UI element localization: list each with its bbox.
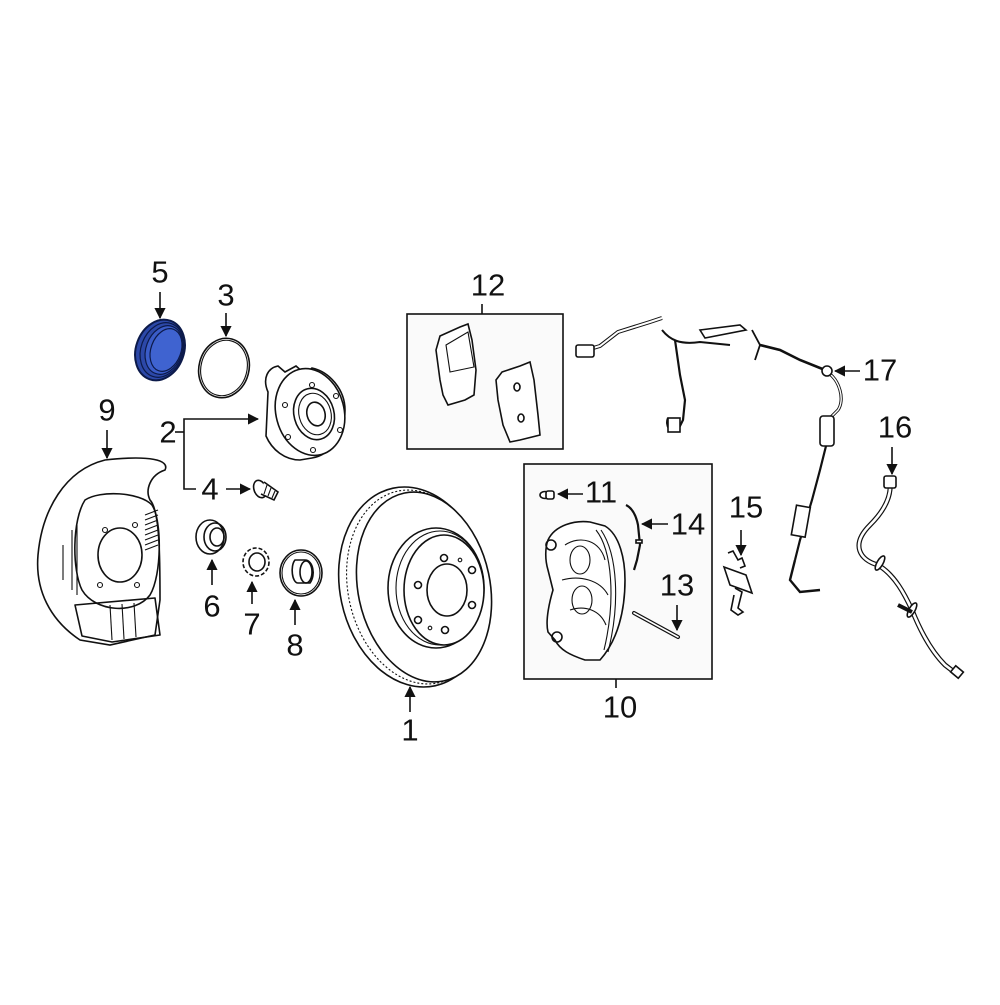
callout-6[interactable]: 6 bbox=[203, 588, 221, 624]
hub-assembly-part-2[interactable] bbox=[264, 361, 355, 464]
o-ring-part-3[interactable] bbox=[192, 333, 256, 404]
callout-11[interactable]: 11 bbox=[584, 474, 618, 510]
bleeder-screw-part-11[interactable] bbox=[539, 490, 555, 500]
callout-16[interactable]: 16 bbox=[877, 409, 913, 445]
callout-8[interactable]: 8 bbox=[286, 627, 304, 663]
callout-15[interactable]: 15 bbox=[728, 489, 764, 525]
brake-pads-part-12[interactable] bbox=[435, 322, 541, 443]
lock-nut-part-7[interactable] bbox=[242, 547, 270, 577]
leader-2b bbox=[183, 432, 196, 490]
caliper-assembly-part-10[interactable] bbox=[544, 520, 626, 661]
callout-14[interactable]: 14 bbox=[670, 506, 706, 542]
abs-sensor-part-17[interactable] bbox=[575, 316, 843, 594]
callout-1[interactable]: 1 bbox=[401, 712, 419, 748]
brake-rotor-part-1[interactable] bbox=[321, 473, 509, 701]
dust-cap-part-5[interactable] bbox=[127, 313, 193, 388]
pad-clip-part-15[interactable] bbox=[722, 549, 754, 616]
callout-5[interactable]: 5 bbox=[151, 254, 169, 290]
callout-12[interactable]: 12 bbox=[470, 267, 506, 303]
callout-4[interactable]: 4 bbox=[201, 471, 219, 507]
cap-part-8[interactable] bbox=[279, 549, 323, 597]
callout-7[interactable]: 7 bbox=[243, 606, 261, 642]
splash-shield-part-9[interactable] bbox=[36, 457, 167, 646]
callout-3[interactable]: 3 bbox=[217, 277, 235, 313]
callout-2[interactable]: 2 bbox=[159, 414, 177, 450]
callout-17[interactable]: 17 bbox=[862, 352, 898, 388]
nut-part-6[interactable] bbox=[195, 519, 227, 555]
leader-2a bbox=[183, 413, 260, 432]
wheel-stud-part-4[interactable] bbox=[251, 478, 280, 502]
guide-pin-part-13[interactable] bbox=[632, 611, 680, 639]
callout-9[interactable]: 9 bbox=[98, 392, 116, 428]
brake-hose-part-16[interactable] bbox=[856, 475, 965, 680]
callout-13[interactable]: 13 bbox=[659, 567, 695, 603]
anti-rattle-spring-part-14[interactable] bbox=[625, 504, 643, 571]
callout-10[interactable]: 10 bbox=[602, 689, 638, 725]
